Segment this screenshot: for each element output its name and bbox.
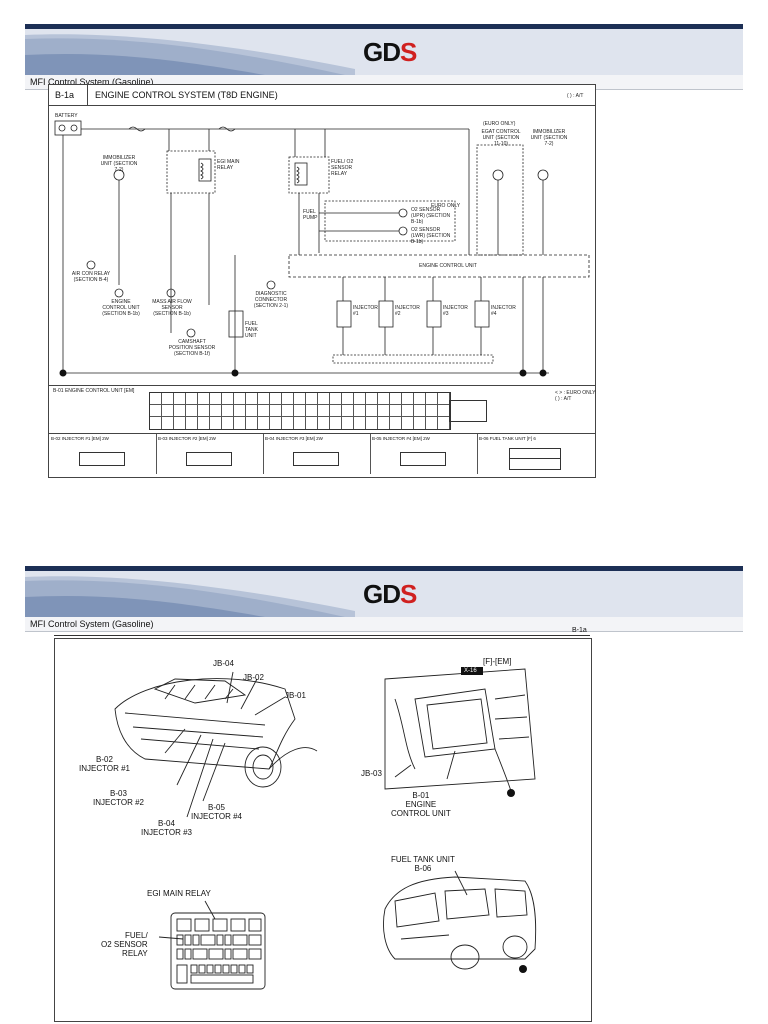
callout-jb03: JB-03 — [361, 769, 382, 778]
label-camshaft-sensor: CAMSHAFT POSITION SENSOR (SECTION B-1f) — [168, 339, 216, 357]
callout-injector-1: B-02 INJECTOR #1 — [79, 755, 130, 773]
wiring-diagram-sheet: B-1a ENGINE CONTROL SYSTEM (T8D ENGINE) … — [48, 84, 596, 478]
label-euro-only-egat: (EURO ONLY) — [483, 121, 516, 127]
label-air-con-relay: AIR CON RELAY (SECTION B-4) — [71, 271, 111, 283]
label-injector-4: INJECTOR #4 — [491, 305, 516, 317]
component-location-sheet: JB-04 JB-02 JB-01 B-02 INJECTOR #1 B-03 … — [54, 638, 592, 1022]
legend-at: ( ) : A/T — [555, 396, 572, 402]
label-egat: EGAT CONTROL UNIT (SECTION 11-10) — [481, 129, 521, 147]
label-immobilizer-right: IMMOBILIZER UNIT (SECTION 7-2) — [530, 129, 568, 147]
section-title: MFI Control System (Gasoline) — [25, 617, 743, 632]
wiring-schematic — [54, 120, 590, 377]
legend-top: ( ) : A/T — [567, 93, 584, 99]
label-fuel-pump: FUEL PUMP — [303, 209, 318, 221]
diagram-code: B-1a — [55, 90, 75, 100]
connector-b03: B-03 INJECTOR #2 [EM] 2W — [156, 434, 264, 474]
label-euro-only: EURO ONLY — [431, 203, 461, 209]
ecu-connector-block — [149, 392, 451, 430]
label-engine-control-unit: ENGINE CONTROL UNIT (SECTION B-1b) — [102, 299, 140, 317]
component-location-drawings — [114, 667, 537, 990]
ecu-connector-section: B-01 ENGINE CONTROL UNIT [EM] < > : EURO… — [49, 385, 595, 434]
label-ecu-bar: ENGINE CONTROL UNIT — [419, 263, 477, 269]
page-1: GDS MFI Control System (Gasoline) — [25, 24, 743, 90]
callout-injector-4: B-05 INJECTOR #4 — [191, 803, 242, 821]
connector-b02: B-02 INJECTOR #1 [EM] 2W — [49, 434, 157, 474]
callout-injector-2: B-03 INJECTOR #2 — [93, 789, 144, 807]
callout-fuel-o2-relay: FUEL/ O2 SENSOR RELAY — [101, 931, 148, 958]
gds-logo: GDS — [363, 37, 417, 67]
page2-code: B-1a — [572, 627, 587, 634]
label-battery: BATTERY — [55, 113, 78, 119]
callout-f-em: [F]-[EM] — [483, 657, 512, 666]
page-header: GDS — [25, 24, 743, 75]
callout-injector-3: B-04 INJECTOR #3 — [141, 819, 192, 837]
label-o2-upr: O2 SENSOR (UPR) (SECTION B-1b) — [411, 207, 451, 225]
callout-b01-ecu: B-01 ENGINE CONTROL UNIT — [391, 791, 451, 818]
callout-jb01: JB-01 — [285, 691, 306, 700]
callout-jb04: JB-04 — [213, 659, 234, 668]
page-2: GDS MFI Control System (Gasoline) — [25, 566, 743, 632]
page-header-2: GDS — [25, 566, 743, 617]
connector-row: B-02 INJECTOR #1 [EM] 2W B-03 INJECTOR #… — [49, 433, 595, 478]
label-egi-main-relay: EGI MAIN RELAY — [217, 159, 240, 171]
callout-x16: X-16 — [464, 668, 477, 674]
label-maf-sensor: MASS AIR FLOW SENSOR (SECTION B-1b) — [152, 299, 192, 317]
gds-logo: GDS — [363, 579, 417, 609]
ecu-connector-tab — [449, 400, 487, 422]
connector-b05: B-05 INJECTOR #4 [EM] 2W — [370, 434, 478, 474]
connector-b04: B-04 INJECTOR #3 [EM] 2W — [263, 434, 371, 474]
label-o2-lwr: O2 SENSOR (LWR) (SECTION B-1b) — [411, 227, 451, 245]
label-fuel-o2-relay: FUEL/ O2 SENSOR RELAY — [331, 159, 354, 177]
label-injector-2: INJECTOR #2 — [395, 305, 420, 317]
header-swoosh-graphic — [25, 576, 355, 617]
callout-fuel-tank-unit: FUEL TANK UNIT B-06 — [391, 855, 455, 873]
legend-euro-only: < > : EURO ONLY — [555, 390, 596, 396]
label-injector-3: INJECTOR #3 — [443, 305, 468, 317]
label-fuel-tank-unit: FUEL TANK UNIT — [245, 321, 258, 339]
ecu-connector-title: B-01 ENGINE CONTROL UNIT [EM] — [53, 388, 135, 394]
callout-egi-main-relay: EGI MAIN RELAY — [147, 889, 211, 898]
connector-b06: B-06 FUEL TANK UNIT [F] 6 — [477, 434, 594, 474]
label-diagnostic-connector: DIAGNOSTIC CONNECTOR (SECTION 2-1) — [253, 291, 289, 309]
header-swoosh-graphic — [25, 34, 355, 75]
diagram-title-row: B-1a ENGINE CONTROL SYSTEM (T8D ENGINE) … — [49, 85, 595, 106]
callout-jb02: JB-02 — [243, 673, 264, 682]
label-injector-1: INJECTOR #1 — [353, 305, 378, 317]
label-immobilizer-left: IMMOBILIZER UNIT (SECTION 7-2) — [100, 155, 138, 173]
diagram-title: ENGINE CONTROL SYSTEM (T8D ENGINE) — [95, 90, 278, 100]
page2-rule — [54, 635, 590, 636]
